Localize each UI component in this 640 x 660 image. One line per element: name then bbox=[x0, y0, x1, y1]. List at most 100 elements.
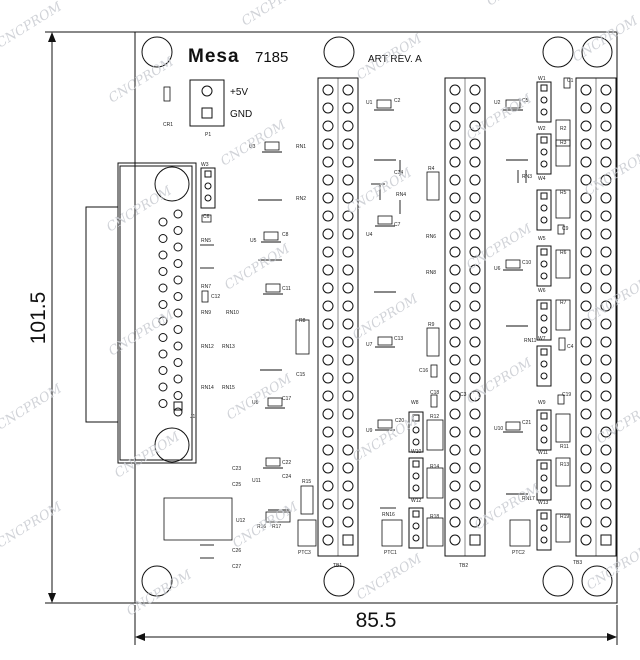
terminal-screw bbox=[342, 390, 354, 402]
ref-label-w9: W9 bbox=[538, 400, 546, 406]
ref-label-rn9: RN9 bbox=[201, 310, 211, 316]
terminal-screw bbox=[600, 480, 612, 492]
dimension-lines bbox=[45, 31, 618, 645]
terminal-screw bbox=[469, 156, 481, 168]
ref-label-rn6: RN6 bbox=[426, 234, 436, 240]
jumper-block bbox=[536, 133, 552, 175]
terminal-screw bbox=[469, 174, 481, 186]
r13-body bbox=[555, 457, 571, 487]
terminal-pin bbox=[449, 84, 461, 96]
terminal-screw bbox=[469, 120, 481, 132]
ref-label-c3: C3 bbox=[460, 392, 467, 398]
jumper-pin bbox=[204, 182, 212, 190]
jumper-block bbox=[408, 411, 424, 453]
terminal-screw bbox=[342, 336, 354, 348]
jumper-pin bbox=[540, 272, 548, 280]
ref-label-r14: R14 bbox=[430, 464, 439, 470]
ref-label-rn16: RN16 bbox=[382, 512, 395, 518]
terminal-pin bbox=[322, 192, 334, 204]
ic-package bbox=[505, 259, 521, 269]
terminal-screw bbox=[600, 318, 612, 330]
ref-label-w11: W11 bbox=[538, 450, 548, 456]
power-header: +5V GND P1 bbox=[189, 79, 252, 138]
ref-label-r4: R4 bbox=[428, 166, 435, 172]
ref-label-r7: R7 bbox=[560, 300, 567, 306]
jumper-pin bbox=[540, 536, 548, 544]
terminal-screw bbox=[600, 120, 612, 132]
ref-label-w6: W6 bbox=[538, 288, 546, 294]
ref-label-u9: U9 bbox=[366, 428, 373, 434]
terminal-screw bbox=[600, 462, 612, 474]
terminal-screw bbox=[600, 102, 612, 114]
jumper-pin bbox=[540, 108, 548, 116]
jumper-pin bbox=[412, 438, 420, 446]
ref-label-u6: U6 bbox=[494, 266, 501, 272]
jumper-block bbox=[536, 509, 552, 551]
jumper-pin bbox=[540, 160, 548, 168]
ref-label-rn17: RN17 bbox=[522, 496, 535, 502]
ic-package bbox=[377, 419, 393, 429]
ic-package bbox=[376, 99, 392, 109]
ref-label-rn13: RN13 bbox=[222, 344, 235, 350]
r15-body bbox=[300, 485, 314, 515]
ref-label-rn3: RN3 bbox=[522, 174, 532, 180]
brand-logo: Mesa 7185 bbox=[188, 46, 288, 67]
terminal-pin bbox=[580, 138, 592, 150]
jumper-pin bbox=[540, 84, 548, 92]
j1-label: J1 bbox=[190, 414, 196, 420]
terminal-pin bbox=[580, 516, 592, 528]
ref-label-rn10: RN10 bbox=[226, 310, 239, 316]
ref-label-ptc3: PTC3 bbox=[298, 550, 311, 556]
ref-label-cr1: CR1 bbox=[163, 122, 173, 128]
ref-label-c27: C27 bbox=[232, 564, 241, 570]
terminal-pin bbox=[580, 408, 592, 420]
label-gnd: GND bbox=[230, 109, 252, 120]
terminal-screw bbox=[469, 516, 481, 528]
terminal-pin bbox=[580, 264, 592, 276]
brand-name: Mesa bbox=[188, 46, 240, 67]
ref-label-c19: C19 bbox=[562, 392, 571, 398]
r5-body bbox=[555, 189, 571, 219]
terminal-pin bbox=[580, 444, 592, 456]
ref-label-u3: U3 bbox=[249, 144, 256, 150]
jumper-pin bbox=[540, 486, 548, 494]
tb2-label: TB2 bbox=[459, 563, 468, 569]
terminal-pin bbox=[322, 372, 334, 384]
terminal-pin bbox=[580, 210, 592, 222]
jumper-pin bbox=[412, 460, 420, 468]
jumper-pin bbox=[540, 348, 548, 356]
terminal-pin bbox=[580, 336, 592, 348]
ref-label-rn2: RN2 bbox=[296, 196, 306, 202]
terminal-screw bbox=[342, 246, 354, 258]
c6-body bbox=[201, 214, 212, 223]
ref-label-c22: C22 bbox=[282, 460, 291, 466]
ref-label-c15: C15 bbox=[296, 372, 305, 378]
mounting-hole bbox=[323, 36, 355, 68]
ref-label-w3: W3 bbox=[201, 162, 209, 168]
ic-package bbox=[505, 99, 521, 109]
terminal-screw bbox=[600, 228, 612, 240]
db-pin bbox=[173, 325, 183, 334]
height-dimension-label: 101.5 bbox=[27, 292, 50, 345]
p1-label: P1 bbox=[205, 132, 211, 138]
terminal-screw bbox=[342, 426, 354, 438]
ptc2-body bbox=[509, 519, 531, 547]
terminal-screw bbox=[600, 210, 612, 222]
terminal-screw bbox=[469, 282, 481, 294]
jumper-block bbox=[200, 167, 216, 209]
mounting-hole bbox=[141, 36, 173, 68]
ref-label-u12: U12 bbox=[236, 518, 245, 524]
ref-label-rn15: RN15 bbox=[222, 385, 235, 391]
r3-body bbox=[555, 139, 571, 167]
db-pin bbox=[173, 292, 183, 301]
terminal-screw bbox=[600, 444, 612, 456]
jumper-pin bbox=[540, 314, 548, 322]
terminal-pin bbox=[449, 372, 461, 384]
jumper-pin bbox=[540, 248, 548, 256]
terminal-pin bbox=[580, 228, 592, 240]
ic-package bbox=[505, 421, 521, 431]
ref-label-w4: W4 bbox=[538, 176, 546, 182]
tb3-label: TB3 bbox=[573, 560, 582, 566]
ref-label-w2: W2 bbox=[538, 126, 546, 132]
terminal-pin bbox=[449, 408, 461, 420]
